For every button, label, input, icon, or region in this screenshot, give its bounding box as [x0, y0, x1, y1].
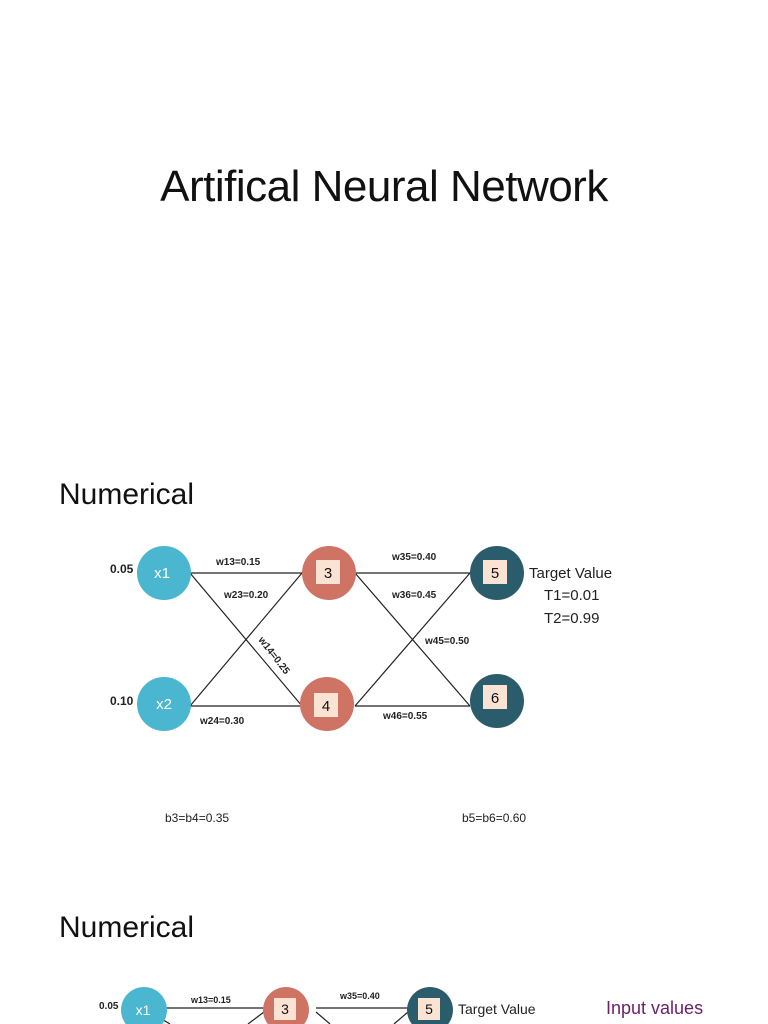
output-node-5-2: 5: [407, 987, 453, 1024]
weight-label-w35: w35=0.40: [391, 552, 437, 563]
target-title-2: Target Value: [458, 1001, 536, 1017]
input-node-x1: x1: [137, 546, 191, 600]
network-diagram-1: x1 x2 0.05 0.10 3 4 5 6 w13=0.15: [110, 546, 612, 825]
target-title: Target Value: [529, 565, 612, 582]
svg-text:x1: x1: [154, 565, 170, 582]
weight-label-w24: w24=0.30: [199, 716, 245, 727]
svg-text:x1: x1: [136, 1002, 151, 1018]
network-diagram-2: x1 0.05 3 5 w13=0.15 w35=0.40 Target Val…: [99, 987, 703, 1024]
section-heading-1: Numerical: [59, 478, 195, 511]
input-values-note: Input values: [606, 998, 703, 1018]
svg-text:5: 5: [491, 565, 499, 582]
hidden-node-4: 4: [300, 677, 354, 731]
weight-label-w35-2: w35=0.40: [339, 991, 380, 1001]
input-value-x1: 0.05: [110, 562, 134, 576]
hidden-node-3-2: 3: [263, 987, 309, 1024]
output-node-6: 6: [470, 674, 524, 728]
svg-text:5: 5: [425, 1001, 433, 1017]
target-t1: T1=0.01: [544, 587, 599, 604]
input-value-x2: 0.10: [110, 694, 134, 708]
weight-label-w45: w45=0.50: [424, 636, 470, 647]
svg-text:x2: x2: [156, 696, 172, 713]
weight-label-w14: w14=0.25: [255, 634, 292, 677]
input-value-x1-2: 0.05: [99, 1001, 119, 1012]
bias-output: b5=b6=0.60: [462, 811, 526, 825]
weight-label-w46: w46=0.55: [382, 711, 428, 722]
edge-w45-2: [393, 1011, 409, 1024]
hidden-node-3: 3: [302, 546, 356, 600]
edge-w23: [189, 572, 303, 707]
input-node-x2: x2: [137, 677, 191, 731]
page-title: Artifical Neural Network: [160, 162, 608, 211]
weight-label-w13-2: w13=0.15: [190, 995, 231, 1005]
bias-hidden: b3=b4=0.35: [165, 811, 229, 825]
weight-label-w13: w13=0.15: [215, 557, 261, 568]
target-t2: T2=0.99: [544, 610, 599, 627]
weight-label-w36: w36=0.45: [391, 590, 437, 601]
svg-text:3: 3: [324, 565, 332, 582]
svg-text:6: 6: [491, 690, 499, 707]
edge-w23-2: [247, 1011, 265, 1024]
svg-text:4: 4: [322, 698, 330, 715]
edge-w45: [354, 572, 471, 707]
edge-w36-2: [315, 1011, 331, 1024]
connections: [189, 572, 471, 707]
svg-text:3: 3: [281, 1001, 289, 1017]
weight-label-w23: w23=0.20: [223, 590, 269, 601]
section-heading-2: Numerical: [59, 911, 195, 944]
input-node-x1-2: x1: [121, 987, 167, 1024]
output-node-5: 5: [470, 546, 524, 600]
